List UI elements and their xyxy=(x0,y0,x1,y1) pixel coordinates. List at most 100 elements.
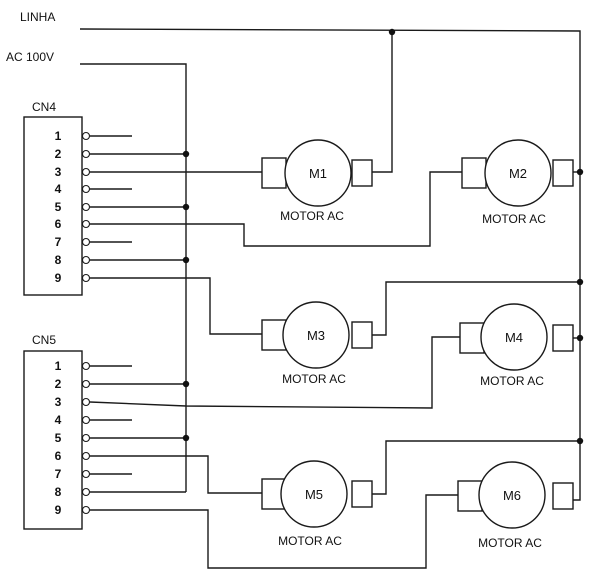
cn5-pin-8: 8 xyxy=(55,485,62,499)
cn4-terminal xyxy=(81,131,91,141)
motor-label: M4 xyxy=(505,330,523,345)
junction-dot xyxy=(182,256,190,264)
motor-label: M3 xyxy=(307,328,325,343)
motor-body xyxy=(282,301,350,369)
motor-label: M6 xyxy=(503,488,521,503)
motor-caption: MOTOR AC xyxy=(278,534,342,548)
motor-body xyxy=(480,303,548,371)
motor-shaft-block xyxy=(552,159,574,187)
cn5-terminal xyxy=(81,415,91,425)
cn4-connector xyxy=(23,116,83,296)
motor-body xyxy=(484,139,552,207)
junction-dot xyxy=(182,150,190,158)
cn5-terminal xyxy=(81,361,91,371)
motor-caption: MOTOR AC xyxy=(282,372,346,386)
cn4-terminal xyxy=(81,149,91,159)
cn5-terminal xyxy=(81,469,91,479)
motor-shaft-block xyxy=(351,480,373,508)
cn5-terminal xyxy=(81,397,91,407)
motor-m5: M5 MOTOR AC xyxy=(261,460,373,548)
cn5-pin-5: 5 xyxy=(55,431,62,445)
cn5-pin-1: 1 xyxy=(55,359,62,373)
supply-rail xyxy=(80,63,187,492)
cn4-terminal xyxy=(81,167,91,177)
junction-dots xyxy=(182,28,584,445)
cn5-pin-numbers: 1 2 3 4 5 6 7 8 9 xyxy=(55,359,62,517)
motor-terminal-block xyxy=(461,157,487,189)
junction-dot xyxy=(576,168,584,176)
cn4-terminals xyxy=(81,131,132,283)
wire-m2-drive xyxy=(90,171,462,247)
cn5-terminals xyxy=(81,361,132,515)
supply-label: AC 100V xyxy=(6,50,54,64)
motor-caption: MOTOR AC xyxy=(480,374,544,388)
junction-dot xyxy=(576,334,584,342)
cn5-pin-9: 9 xyxy=(55,503,62,517)
cn4-terminal xyxy=(81,237,91,247)
cn5-pin-3: 3 xyxy=(55,395,62,409)
motor-body xyxy=(284,139,352,207)
cn5-terminal xyxy=(81,487,91,497)
cn4-pin-8: 8 xyxy=(55,253,62,267)
junction-dot xyxy=(576,278,584,286)
line-label: LINHA xyxy=(20,10,55,24)
junction-dot xyxy=(182,434,190,442)
junction-dot xyxy=(182,203,190,211)
cn4-pin-1: 1 xyxy=(55,129,62,143)
motor-terminal-block xyxy=(457,480,483,512)
motor-label: M2 xyxy=(509,166,527,181)
motor-caption: MOTOR AC xyxy=(478,536,542,550)
cn4-pin-9: 9 xyxy=(55,271,62,285)
cn5-pin-7: 7 xyxy=(55,467,62,481)
cn5-terminal xyxy=(81,379,91,389)
motor-m4: M4 MOTOR AC xyxy=(459,303,574,388)
motor-m2: M2 MOTOR AC xyxy=(461,139,574,226)
cn5-terminal xyxy=(81,451,91,461)
motor-shaft-block xyxy=(552,482,574,510)
cn4-pin-6: 6 xyxy=(55,217,62,231)
wire-m3-drive xyxy=(90,277,262,335)
motor-body xyxy=(478,461,546,529)
motor-m1: M1 MOTOR AC xyxy=(261,139,373,223)
supply-taps xyxy=(90,153,186,493)
cn4-terminal xyxy=(81,202,91,212)
motor-shaft-block xyxy=(351,159,373,187)
cn5-pin-4: 4 xyxy=(55,413,62,427)
wire-m3-return xyxy=(372,281,580,336)
cn4-pin-numbers: 1 2 3 4 5 6 7 8 9 xyxy=(55,129,62,285)
wire-m5-drive xyxy=(90,455,262,494)
cn5-pin-2: 2 xyxy=(55,377,62,391)
wire-m1-return xyxy=(372,33,393,173)
junction-dot xyxy=(182,380,190,388)
cn5-connector xyxy=(23,350,83,530)
cn4-pin-3: 3 xyxy=(55,165,62,179)
cn4-terminal xyxy=(81,184,91,194)
motor-label: M1 xyxy=(309,166,327,181)
wire-m6-drive xyxy=(90,494,458,569)
motor-m3: M3 MOTOR AC xyxy=(261,301,373,386)
cn5-pin-6: 6 xyxy=(55,449,62,463)
motor-terminal-block xyxy=(261,157,287,189)
junction-dot xyxy=(388,28,396,36)
wire-m5-return xyxy=(372,440,580,495)
cn4-terminal xyxy=(81,273,91,283)
motor-m6: M6 MOTOR AC xyxy=(457,461,574,550)
motor-label: M5 xyxy=(305,487,323,502)
motor-shaft-block xyxy=(552,324,574,352)
motor-body xyxy=(280,460,348,528)
motor-shaft-block xyxy=(351,321,373,349)
motor-caption: MOTOR AC xyxy=(280,209,344,223)
cn5-terminal xyxy=(81,505,91,515)
motor-caption: MOTOR AC xyxy=(482,212,546,226)
motor-return-wires xyxy=(372,33,580,495)
cn5-label: CN5 xyxy=(32,333,56,347)
wire-m4-drive xyxy=(89,336,460,409)
motor-terminal-block xyxy=(459,322,485,354)
cn4-terminal xyxy=(81,219,91,229)
cn4-terminal xyxy=(81,255,91,265)
cn4-label: CN4 xyxy=(32,100,56,114)
cn4-pin-4: 4 xyxy=(55,182,62,196)
motor-drive-wires xyxy=(89,171,462,569)
